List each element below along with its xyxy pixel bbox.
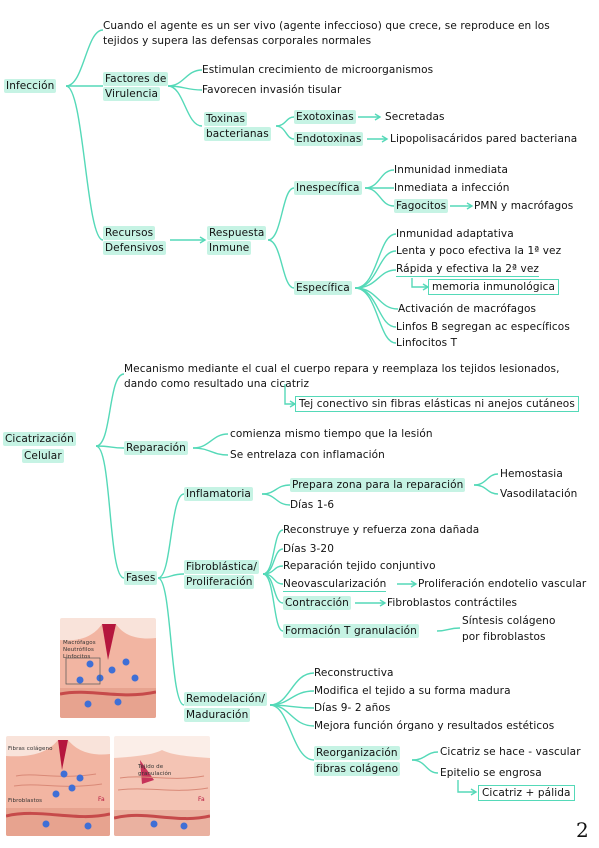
neovascularizacion-label: Neovascularización <box>283 578 387 592</box>
especifica-item: Rápida y efectiva la 2ª vez <box>396 263 540 277</box>
inflamatoria-dias: Días 1-6 <box>290 499 335 511</box>
fagocitos-desc: PMN y macrófagos <box>474 200 574 212</box>
endotoxinas-label: Endotoxinas <box>294 132 364 146</box>
endotoxinas-desc: Lipopolisacáridos pared bacteriana <box>390 133 578 145</box>
fagocitos-label: Fagocitos <box>394 199 449 213</box>
page-number: 2 <box>576 818 589 842</box>
infeccion-definition-line2: tejidos y supera las defensas corporales… <box>103 35 372 47</box>
contraccion-label: Contracción <box>283 596 351 610</box>
remodelacion-label-line1: Remodelación/ <box>184 692 268 706</box>
infeccion-title: Infección <box>4 79 57 93</box>
reparacion-label: Reparación <box>124 441 188 455</box>
exotoxinas-desc: Secretadas <box>385 111 445 123</box>
wound-fibroblast-drawing <box>6 736 110 836</box>
infeccion-definition-line1: Cuando el agente es un ser vivo (agente … <box>103 20 550 32</box>
inespecifica-item: Inmunidad inmediata <box>394 164 509 176</box>
illustration-label: Fa <box>198 796 205 803</box>
recursos-label-line2: Defensivos <box>103 241 166 255</box>
cicatrizacion-definition-line1: Mecanismo mediante el cual el cuerpo rep… <box>124 363 560 375</box>
especifica-cell: Linfocitos T <box>396 337 458 349</box>
memoria-inmunologica-box: memoria inmunológica <box>428 279 560 295</box>
illustration-label: granulación <box>138 771 172 777</box>
virulencia-label-line1: Factores de <box>103 72 169 86</box>
remodelacion-item: Mejora función órgano y resultados estét… <box>314 720 555 732</box>
illustration-label: Fa <box>98 796 105 803</box>
toxinas-label-line1: Toxinas <box>204 112 248 126</box>
cicatrizacion-title-line2: Celular <box>22 449 64 463</box>
inespecifica-item: Inmediata a infección <box>394 182 510 194</box>
especifica-cell: Linfos B segregan ac específicos <box>396 321 570 333</box>
especifica-cell: Activación de macrófagos <box>398 303 537 315</box>
illustration-label: Macrófagos <box>63 640 96 646</box>
formacion-desc-line1: Síntesis colágeno <box>462 615 556 627</box>
contraccion-desc: Fibroblastos contráctiles <box>387 597 518 609</box>
illustration-label: Tejido de <box>138 764 164 770</box>
illustration-label: Fibras colágeno <box>8 746 53 752</box>
reparacion-item: comienza mismo tiempo que la lesión <box>230 428 433 440</box>
virulencia-label-line2: Virulencia <box>103 87 160 101</box>
formacion-desc-line2: por fibroblastos <box>462 631 546 643</box>
recursos-label-line1: Recursos <box>103 226 156 240</box>
remodelacion-item: Días 9- 2 años <box>314 702 391 714</box>
inflamatoria-prepara-item: Vasodilatación <box>500 488 578 500</box>
cicatrizacion-definition-line2: dando como resultado una cicatriz <box>124 378 310 390</box>
toxinas-label-line2: bacterianas <box>204 127 271 141</box>
fibroblastica-label-line1: Fibroblástica/ <box>184 560 260 574</box>
especifica-item: Lenta y poco efectiva la 1ª vez <box>396 245 562 257</box>
remodelacion-label-line2: Maduración <box>184 708 251 722</box>
respuesta-line1: Respuesta <box>207 226 267 240</box>
remodelacion-item: Reconstructiva <box>314 667 394 679</box>
inespecifica-label: Inespecífica <box>294 181 362 195</box>
reorganizacion-item: Cicatriz se hace - vascular <box>440 746 581 758</box>
inflamatoria-prepara: Prepara zona para la reparación <box>290 478 466 492</box>
cicatriz-palida-box: Cicatriz + pálida <box>478 785 575 801</box>
inflamatoria-prepara-item: Hemostasia <box>500 468 563 480</box>
exotoxinas-label: Exotoxinas <box>294 110 356 124</box>
inflamatoria-label: Inflamatoria <box>184 487 253 501</box>
fibroblastica-label-line2: Proliferación <box>184 575 255 589</box>
wound-inflammation-illustration: Macrófagos Neutrófilos Linfocitos <box>60 618 156 718</box>
remodelacion-item: Modifica el tejido a su forma madura <box>314 685 511 697</box>
fibroblastica-item: Reconstruye y refuerza zona dañada <box>283 524 480 536</box>
wound-inflammation-drawing <box>60 618 156 718</box>
cicatriz-note-box: Tej conectivo sin fibras elásticas ni an… <box>295 396 579 412</box>
respuesta-line2: Inmune <box>207 241 252 255</box>
reparacion-item: Se entrelaza con inflamación <box>230 449 385 461</box>
neovascularizacion-desc: Proliferación endotelio vascular <box>418 578 587 590</box>
formacion-granulacion-label: Formación T granulación <box>283 624 419 638</box>
especifica-item: Inmunidad adaptativa <box>396 228 514 240</box>
virulencia-item: Estimulan crecimiento de microorganismos <box>202 64 434 76</box>
especifica-label: Específica <box>294 281 352 295</box>
fibroblastica-item: Días 3-20 <box>283 543 334 555</box>
reorganizacion-line1: Reorganización <box>314 746 400 760</box>
illustration-label: Linfocitos <box>63 654 91 660</box>
reorganizacion-line2: fibras colágeno <box>314 762 401 776</box>
wound-fibroblast-illustration: Fibras colágeno Fibroblastos Fa <box>6 736 110 836</box>
wound-granulation-illustration: Tejido de granulación Fa <box>114 736 210 836</box>
fibroblastica-item: Reparación tejido conjuntivo <box>283 560 436 572</box>
virulencia-item: Favorecen invasión tisular <box>202 84 342 96</box>
wound-granulation-drawing <box>114 736 210 836</box>
illustration-label: Fibroblastos <box>8 798 43 804</box>
illustration-label: Neutrófilos <box>63 647 94 653</box>
fases-label: Fases <box>124 571 158 585</box>
cicatrizacion-title-line1: Cicatrización <box>3 432 76 446</box>
reorganizacion-item: Epitelio se engrosa <box>440 767 542 779</box>
